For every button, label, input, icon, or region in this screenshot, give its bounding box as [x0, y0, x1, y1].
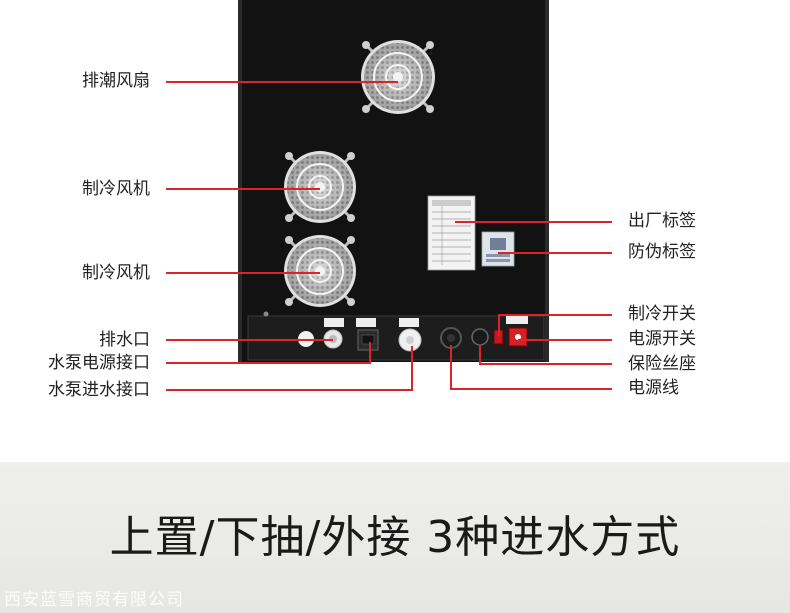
label-power-switch: 电源开关 [628, 329, 696, 349]
leader-line [166, 342, 371, 364]
label-power-cord: 电源线 [628, 378, 679, 398]
cooling-fan-icon [284, 235, 356, 307]
label-cooling-fan: 制冷风机 [82, 263, 150, 283]
label-anti-counterfeit: 防伪标签 [628, 242, 696, 262]
slogan-text: 上置/下抽/外接 3种进水方式 [109, 512, 681, 563]
leader-line [498, 314, 612, 336]
port-tag [506, 315, 528, 324]
label-pump-inlet-port: 水泵进水接口 [48, 380, 150, 400]
label-dehumidify-fan: 排潮风扇 [82, 71, 150, 91]
port-tag [399, 318, 419, 327]
dehumidify-fan-icon [361, 40, 435, 114]
label-factory-label: 出厂标签 [628, 211, 696, 231]
label-fuse-holder: 保险丝座 [628, 354, 696, 374]
label-pump-power-port: 水泵电源接口 [48, 353, 150, 373]
leader-line [479, 345, 612, 365]
watermark-text: 西安蓝雪商贸有限公司 [4, 590, 184, 610]
leader-line [166, 346, 413, 391]
anti-counterfeit-sticker [481, 231, 515, 267]
label-cooling-switch: 制冷开关 [628, 304, 696, 324]
fuse-holder-icon [471, 328, 489, 346]
port-tag [356, 318, 376, 327]
screw-icon [263, 311, 269, 317]
factory-nameplate [427, 195, 476, 271]
cabinet-edge [545, 0, 549, 362]
leader-lines [166, 81, 612, 391]
port-tag [324, 318, 344, 327]
leader-line [450, 345, 612, 390]
cooling-fan-icon [284, 151, 356, 223]
slogan-band [0, 462, 790, 613]
label-cooling-fan: 制冷风机 [82, 179, 150, 199]
label-drain-port: 排水口 [99, 330, 150, 350]
cabinet-edge [238, 0, 242, 362]
